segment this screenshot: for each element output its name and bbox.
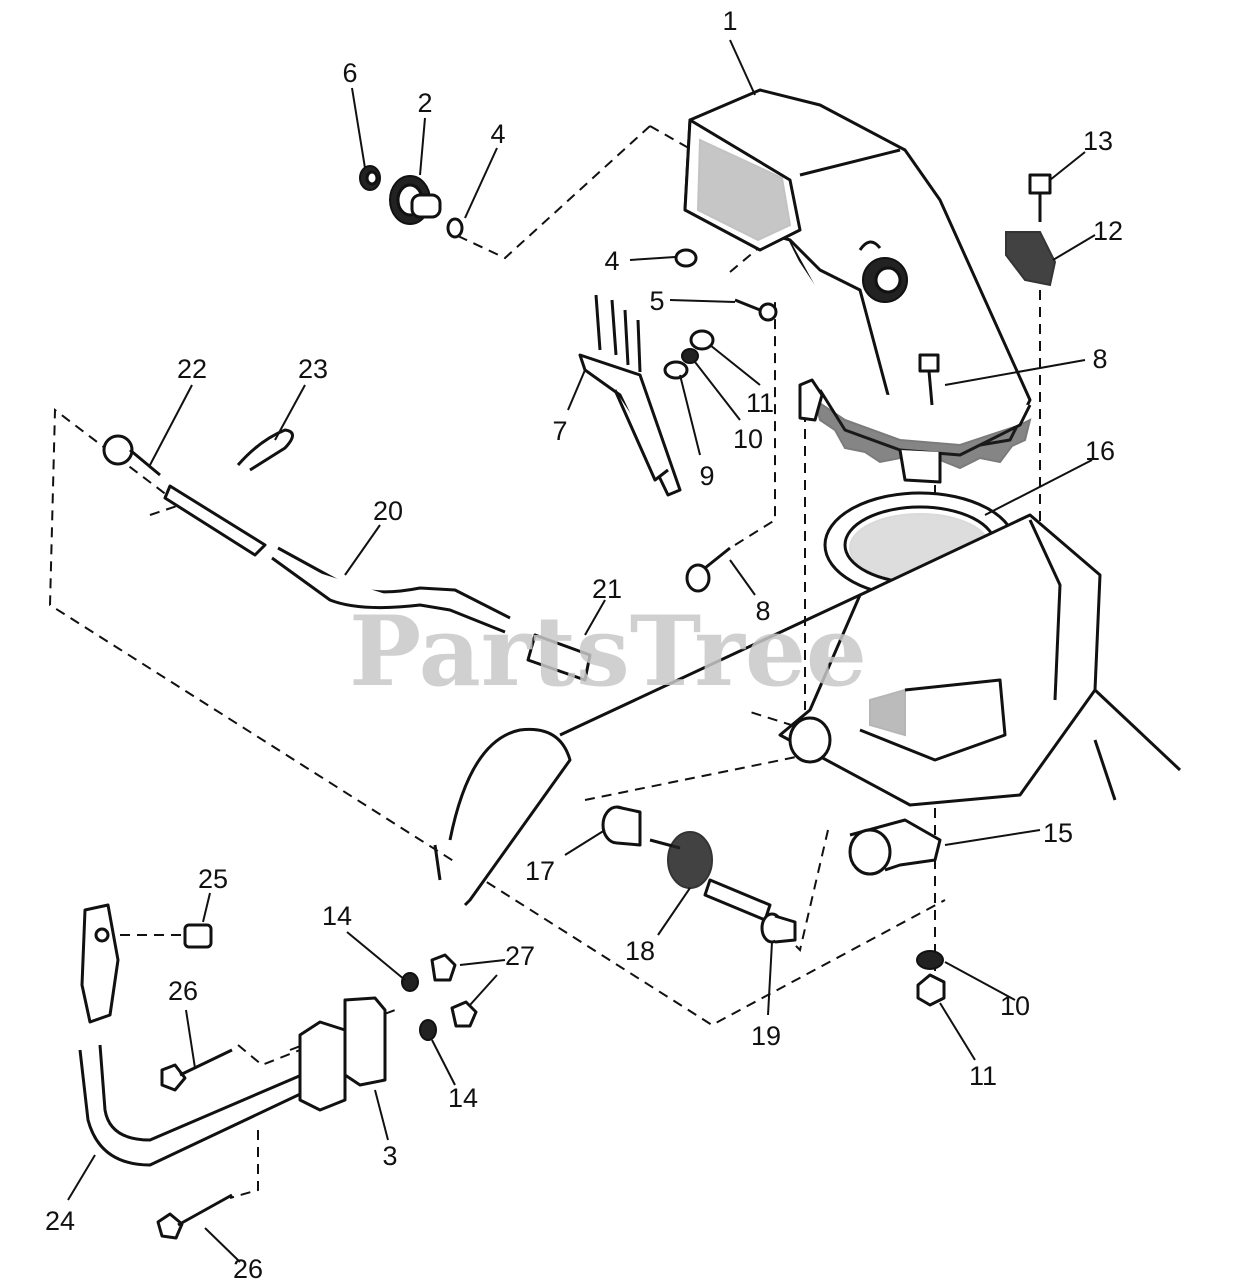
callouts: 1 2 3 4 4 5 6 7 8 8 9 10 10 11 11 12 13 … [45,6,1123,1284]
part-3-plate [298,996,387,1112]
leader-lines [67,39,1096,1263]
callout-19: 19 [751,1021,781,1051]
part-20-crank-rod [271,546,511,634]
dashline-crank-loop [48,408,946,1027]
callout-10-lower: 10 [1000,991,1030,1021]
part-5-screw [734,298,778,322]
part-21-coupler [526,633,592,682]
part-4-washer-lower [674,248,698,268]
callout-1: 1 [722,6,737,36]
callout-26-lower: 26 [233,1254,263,1280]
callout-4-upper: 4 [490,119,505,149]
callout-7: 7 [552,416,567,446]
part-10-lockwasher [681,348,699,364]
callout-14-lower: 14 [448,1083,478,1113]
callout-15: 15 [1043,818,1073,848]
shaft [163,484,267,557]
callout-11-upper: 11 [746,388,774,418]
callout-14-upper: 14 [322,901,352,931]
part-15-bracket [848,818,942,876]
callout-11-lower: 11 [969,1061,997,1091]
callout-2: 2 [417,88,432,118]
part-10-lockwasher-lower [916,950,944,970]
callout-8-upper: 8 [1092,344,1107,374]
callout-20: 20 [373,496,403,526]
universal-joint [80,903,120,1024]
part-6-nut [359,165,381,191]
part-8-bolt-upper [918,353,940,406]
part-11-nut-lower [916,973,946,1007]
callout-4-lower: 4 [604,246,619,276]
callout-23: 23 [298,354,328,384]
callout-12: 12 [1093,216,1123,246]
dashline-lagbolt-lower [229,1130,259,1199]
part-11-nut [689,329,715,351]
dashline-bolt8 [734,300,776,546]
part-19-bushing [760,912,797,944]
dashline-lagbolt [237,1044,301,1067]
part-26-lagbolt-lower [156,1193,233,1240]
callout-3: 3 [382,1141,397,1171]
callout-13: 13 [1083,126,1113,156]
callout-6: 6 [342,58,357,88]
callout-21: 21 [592,574,622,604]
part-18-worm-gear [649,831,772,922]
part-22-pin [102,434,161,477]
part-25-nut [183,923,213,949]
callout-18: 18 [625,936,655,966]
frame-tube [433,593,861,907]
callout-10-upper: 10 [733,424,763,454]
base-housing [778,513,1182,807]
part-4-washer-upper [446,217,464,239]
callout-25: 25 [198,864,228,894]
part-17-bearing [601,805,642,847]
part-14-washers [401,972,437,1041]
callout-26-upper: 26 [168,976,198,1006]
part-23-cotter [236,428,294,472]
part-8-bolt-lower [685,546,731,593]
part-7-bracket [578,294,682,497]
part-26-lagbolt-upper [160,1048,233,1092]
callout-5: 5 [649,286,664,316]
callout-8-lower: 8 [755,596,770,626]
part-12-clamp [1005,231,1057,287]
chute [683,88,1032,484]
callout-27: 27 [505,941,535,971]
dashline-bracket [789,829,829,952]
callout-24: 24 [45,1206,75,1236]
callout-17: 17 [525,856,555,886]
callout-22: 22 [177,354,207,384]
part-2-gear [389,175,442,225]
part-9-washer [663,360,689,380]
callout-16: 16 [1085,436,1115,466]
part-13-bolt [1028,173,1052,222]
part-27-nuts [430,953,478,1028]
watermark: PartsTree [349,595,867,708]
callout-9: 9 [699,461,714,491]
